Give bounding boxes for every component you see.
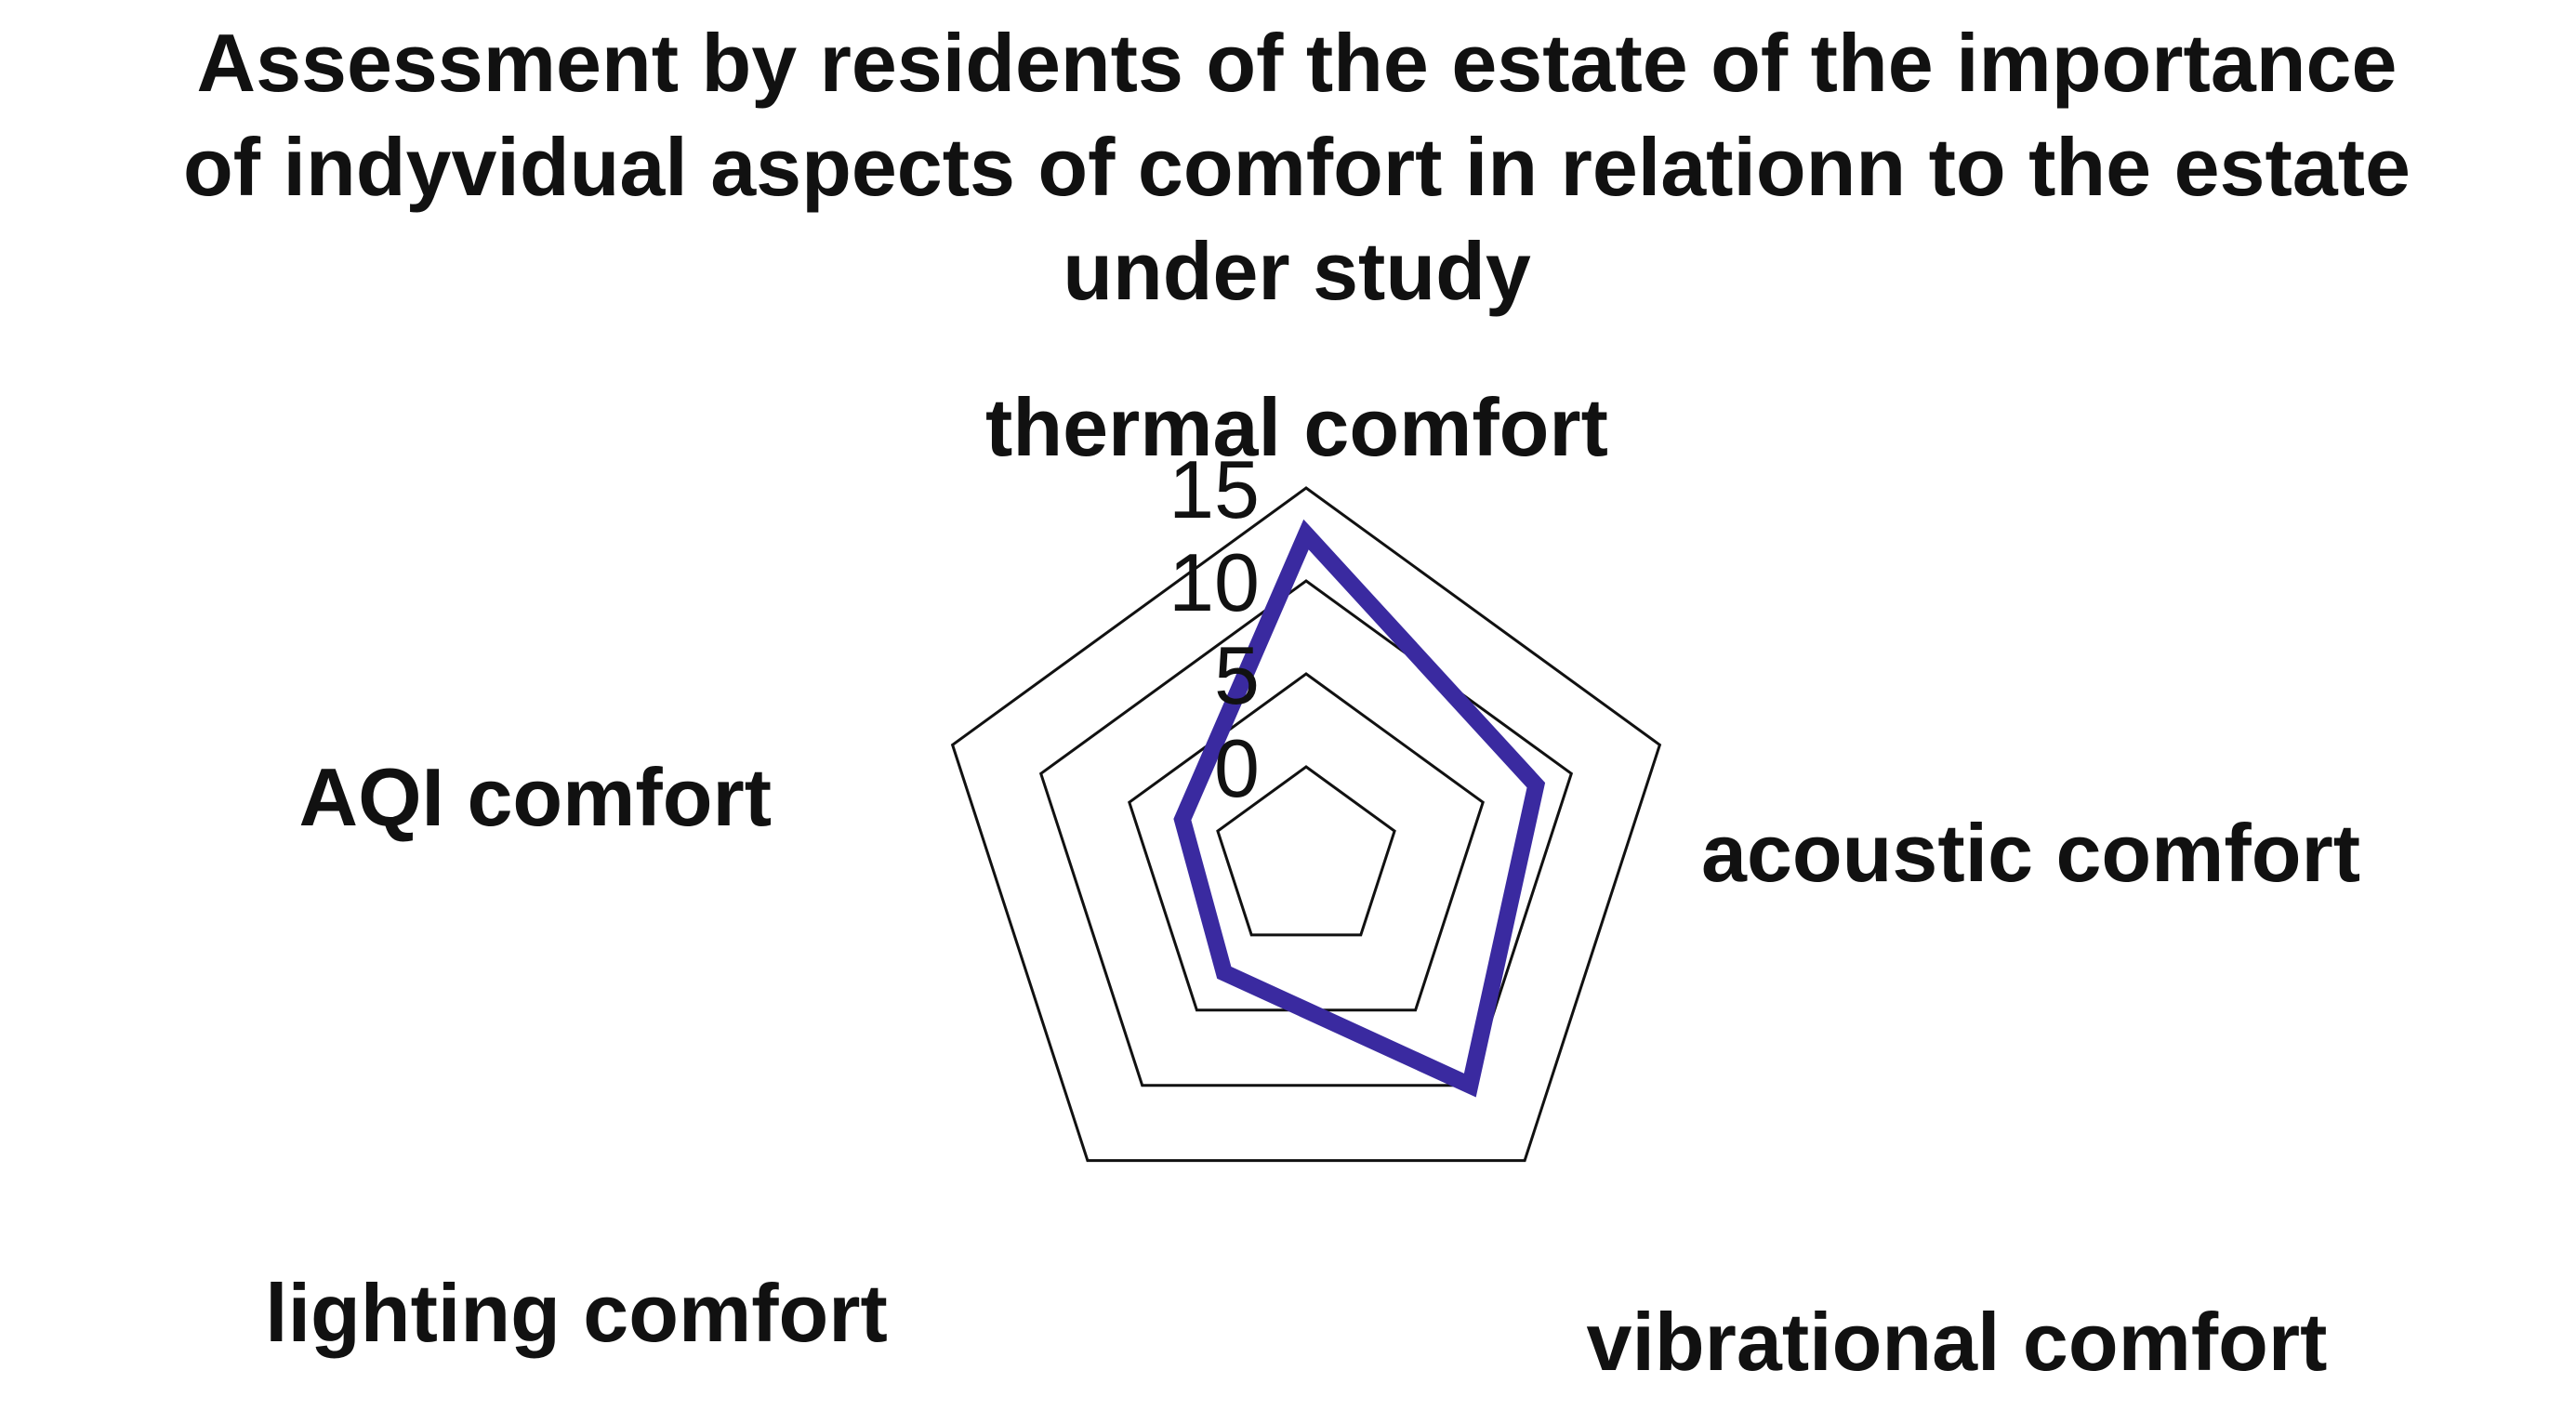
chart-title-line-1: Assessment by residents of the estate of… [197, 17, 2398, 109]
chart-title-line-2: of indyvidual aspects of comfort in rela… [183, 121, 2411, 213]
tick-label-5: 5 [1214, 629, 1260, 721]
category-label-vibrational-comfort: vibrational comfort [1587, 1296, 2328, 1388]
category-label-thermal-comfort: thermal comfort [985, 381, 1608, 473]
chart-title-line-3: under study [1063, 225, 1531, 317]
category-label-lighting-comfort: lighting comfort [265, 1267, 888, 1359]
grid-ring-10 [1038, 579, 1574, 1087]
series-layer [1173, 519, 1546, 1098]
series-polygon-0 [1173, 519, 1546, 1098]
tick-label-10: 10 [1169, 536, 1260, 628]
tick-label-15: 15 [1169, 443, 1260, 535]
chart-title: Assessment by residents of the estate of… [183, 17, 2411, 317]
category-labels: thermal comfort acoustic comfort vibration… [265, 381, 2360, 1388]
tick-label-0: 0 [1214, 722, 1260, 814]
grid-ring-0 [1216, 765, 1396, 937]
category-label-acoustic-comfort: acoustic comfort [1701, 807, 2360, 899]
category-label-aqi-comfort: AQI comfort [299, 751, 772, 843]
grid-ring-15 [950, 486, 1662, 1163]
grid-rings [950, 486, 1662, 1163]
